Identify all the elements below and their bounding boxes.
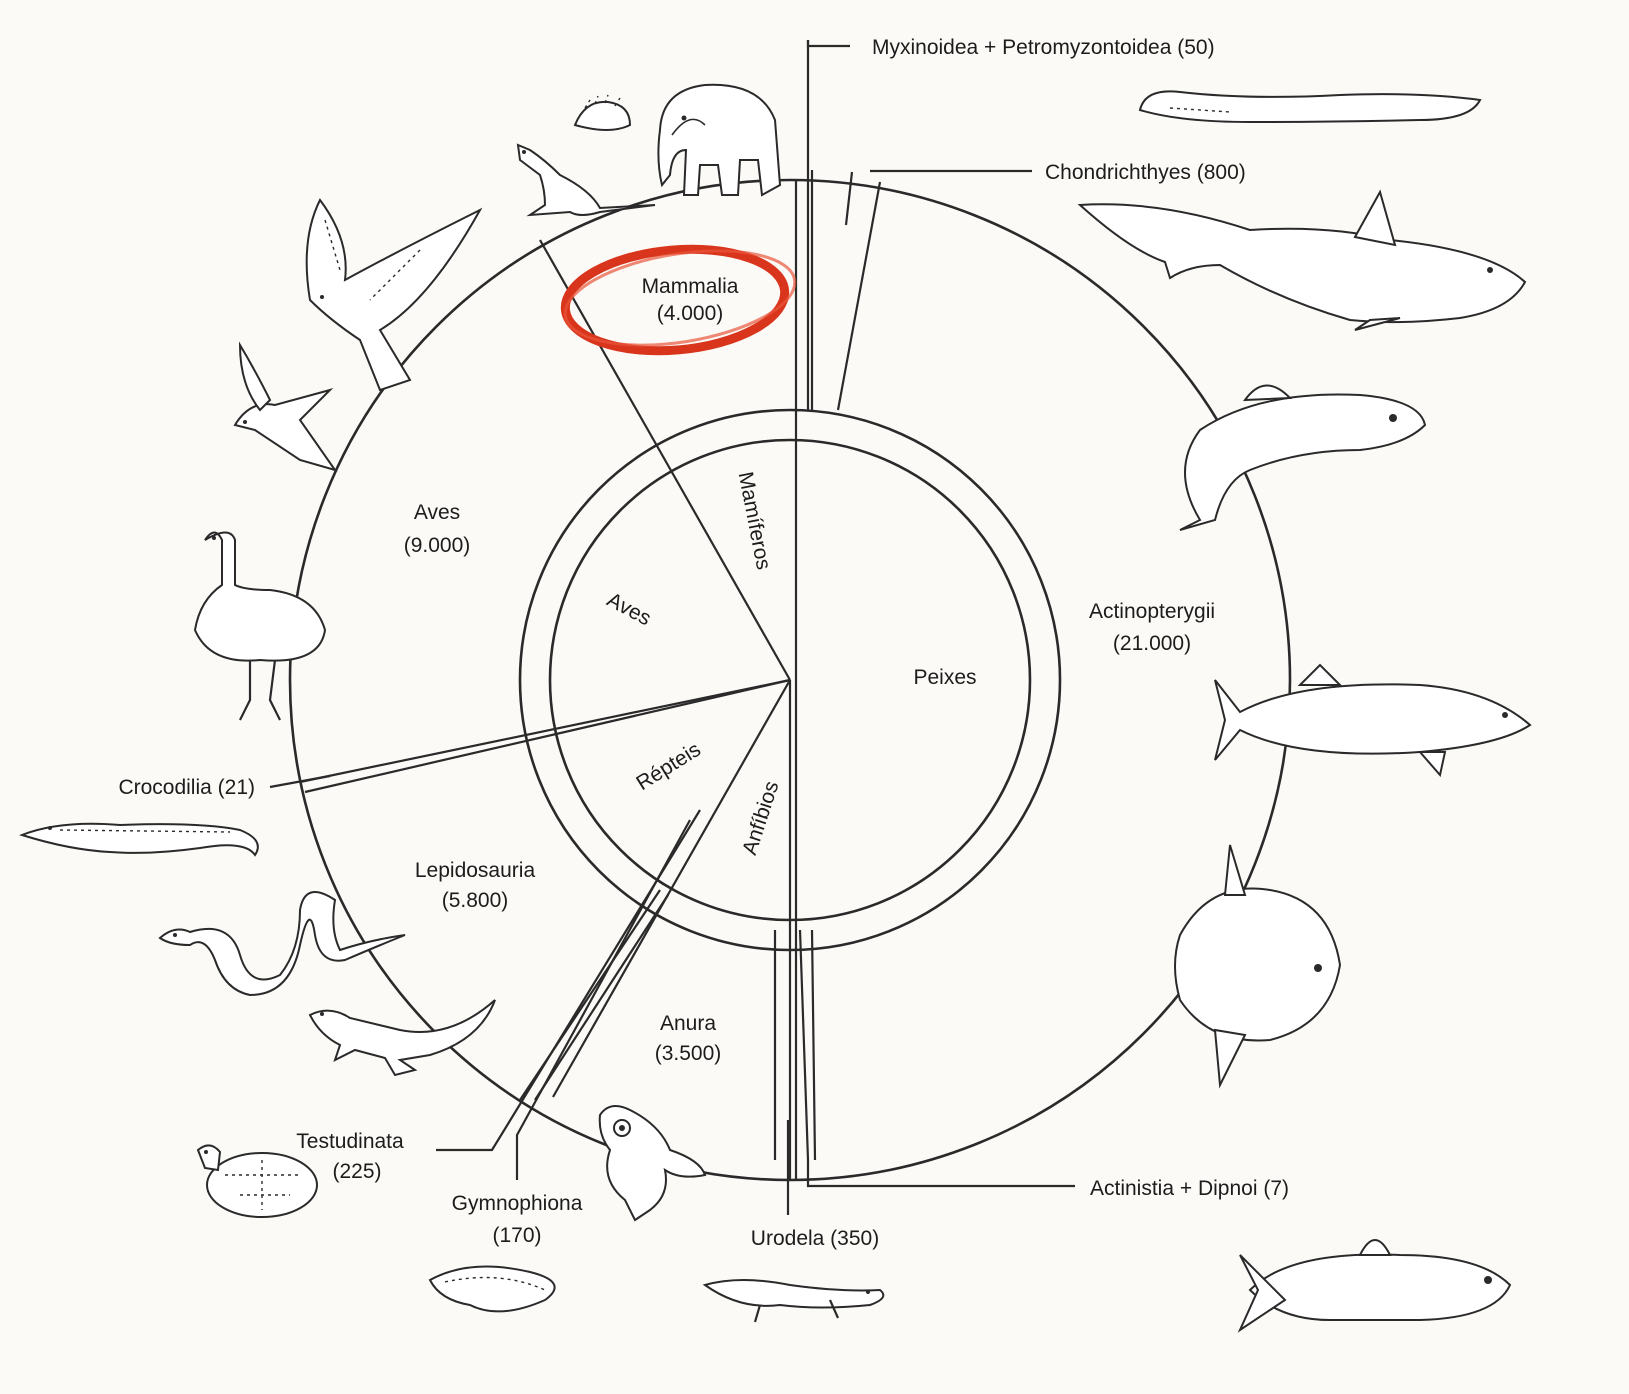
taxon-testudinata-count: (225) [332, 1160, 381, 1183]
shark-icon [1080, 192, 1525, 330]
taxon-actinopterygii-count: (21.000) [1113, 632, 1191, 655]
snake-icon [160, 892, 405, 995]
tuna-icon [1215, 665, 1530, 775]
taxon-gymnophiona-name: Gymnophiona [452, 1192, 583, 1215]
sunfish-icon [1175, 845, 1340, 1085]
elephant-icon [658, 85, 780, 195]
taxon-crocodilia-label: Crocodilia (21) [118, 776, 255, 799]
coelacanth-icon [1240, 1240, 1510, 1330]
taxon-urodela-label: Urodela (350) [751, 1227, 879, 1250]
trout-icon [1180, 385, 1425, 530]
taxon-actinopterygii-name: Actinopterygii [1089, 600, 1215, 623]
taxon-myxinoidea-label: Myxinoidea + Petromyzontoidea (50) [872, 36, 1215, 59]
taxon-lepidosauria-name: Lepidosauria [415, 859, 536, 882]
inner-label-birds: Aves [603, 588, 655, 630]
taxon-mammalia-count: (4.000) [657, 302, 724, 325]
taxon-anura-count: (3.500) [655, 1042, 722, 1065]
inner-label-amphibians: Anfíbios [738, 778, 783, 857]
caecilian-icon [430, 1267, 555, 1312]
crocodile-icon [22, 824, 258, 855]
frog-icon [600, 1106, 705, 1220]
inner-label-fishes: Peixes [913, 666, 976, 689]
lizard-icon [310, 1000, 495, 1075]
taxon-aves-name: Aves [414, 501, 460, 524]
echidna-icon [575, 95, 630, 130]
taxon-gymnophiona-count: (170) [492, 1224, 541, 1247]
mammalia-highlight [559, 236, 802, 359]
salamander-icon [705, 1280, 883, 1322]
taxon-testudinata-name: Testudinata [296, 1130, 404, 1153]
taxon-anura-name: Anura [660, 1012, 716, 1035]
gull-icon [307, 200, 480, 390]
dove-icon [235, 345, 335, 470]
taxon-chondrichthyes-label: Chondrichthyes (800) [1045, 161, 1246, 184]
taxon-lepidosauria-count: (5.800) [442, 889, 509, 912]
taxon-mammalia-name: Mammalia [642, 275, 739, 298]
taxon-actinistia-dipnoi-label: Actinistia + Dipnoi (7) [1090, 1177, 1289, 1200]
inner-label-reptiles: Répteis [632, 738, 705, 795]
fish-lineage-lines [775, 40, 1075, 1215]
turtle-icon [198, 1145, 317, 1217]
taxon-aves-count: (9.000) [404, 534, 471, 557]
lamprey-icon [1140, 91, 1480, 122]
inner-label-mammals: Mamíferos [734, 470, 776, 572]
